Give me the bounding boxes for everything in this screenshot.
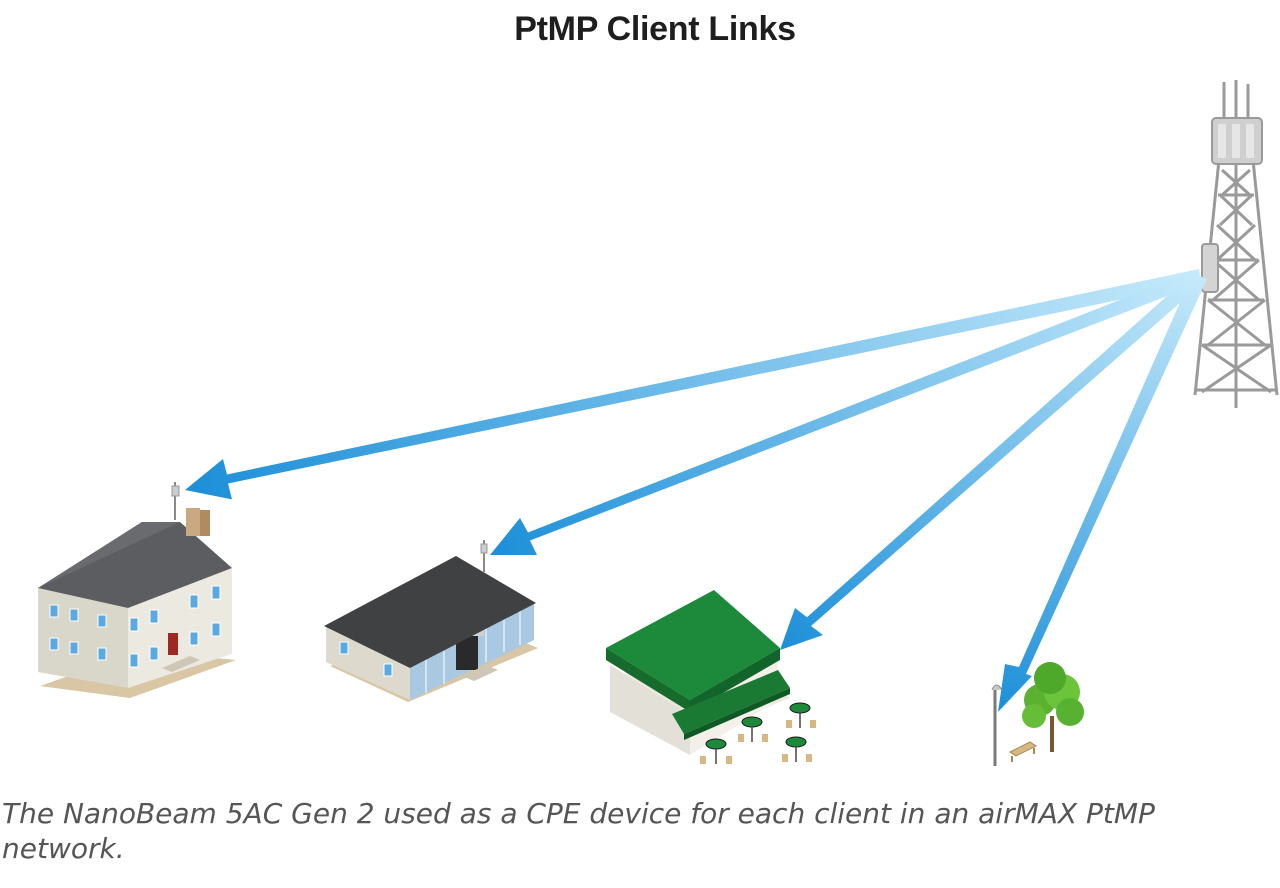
network-diagram [38, 80, 1279, 766]
link-beam-house [185, 269, 1201, 500]
park-icon [991, 662, 1084, 766]
link-beam-cafe [780, 271, 1205, 650]
diagram-title: PtMP Client Links [514, 10, 796, 48]
diagram-caption: The NanoBeam 5AC Gen 2 used as a CPE dev… [2, 797, 1155, 865]
office-building-icon [324, 540, 538, 702]
tower-antenna-array [1201, 117, 1263, 293]
link-beam-office [490, 270, 1204, 555]
cafe-building-icon [606, 590, 816, 764]
two-story-house-icon [38, 482, 236, 698]
link-beam-park [998, 273, 1207, 712]
radio-tower-icon [1193, 80, 1279, 408]
